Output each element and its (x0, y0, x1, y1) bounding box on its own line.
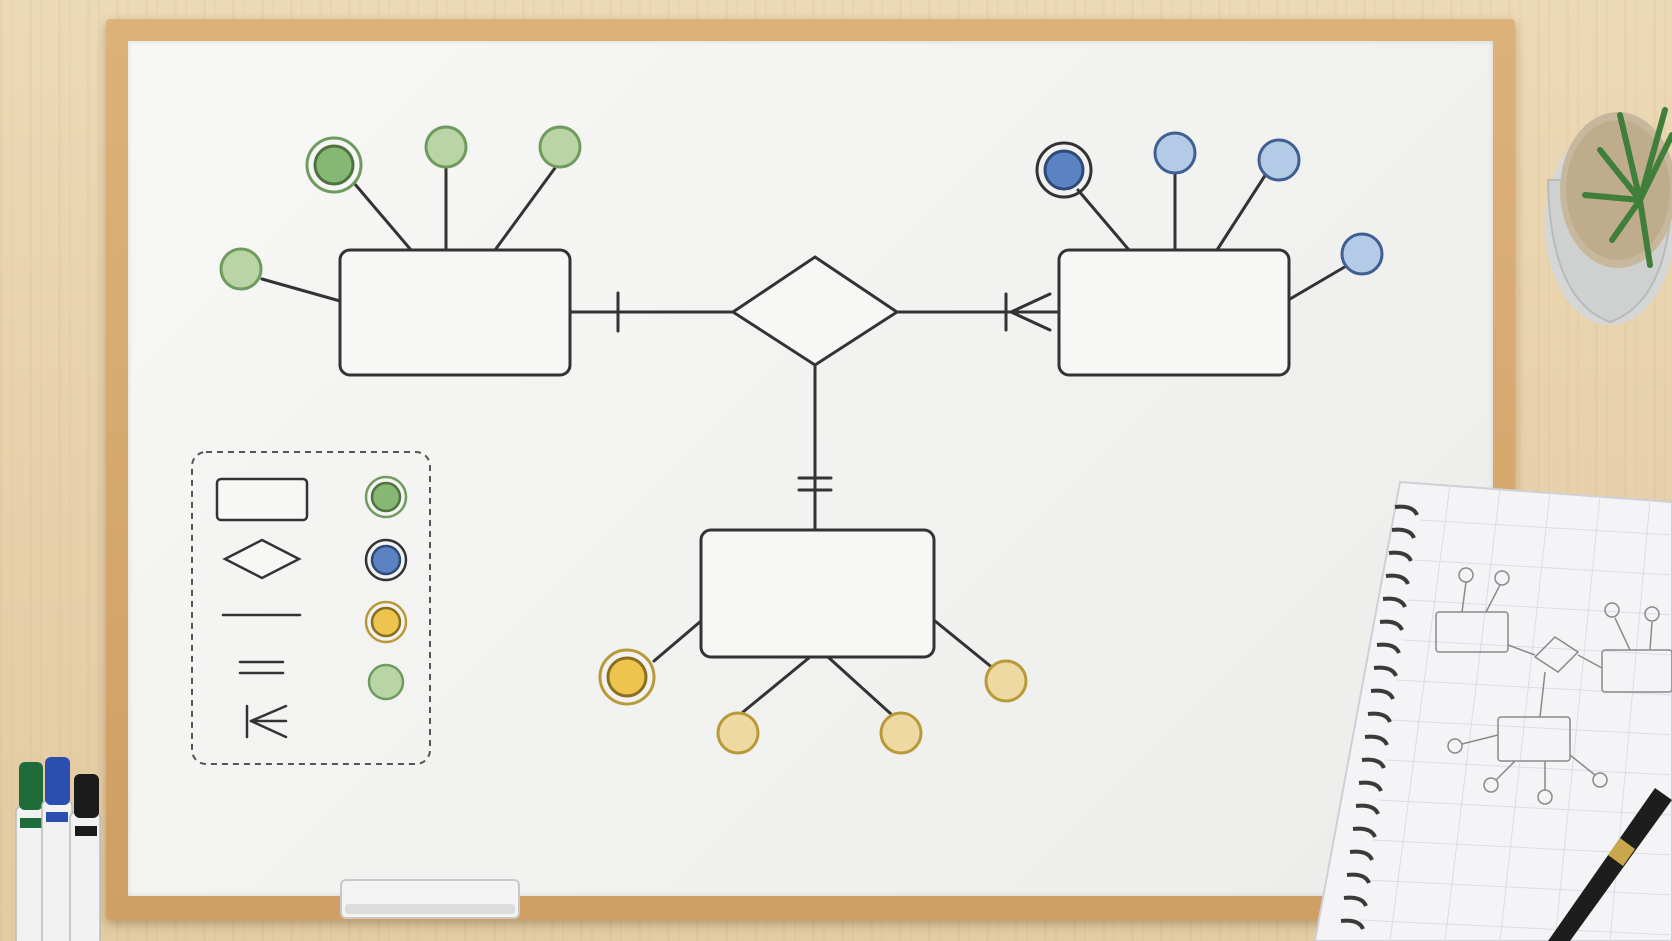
legend-attribute-green (367, 663, 405, 701)
notebook-icon (1313, 480, 1672, 941)
key-attribute-blue (1035, 141, 1093, 199)
cardinality-crow-foot (1004, 292, 1052, 332)
legend (191, 451, 431, 765)
key-attribute-yellow-inner (606, 656, 648, 698)
attributes-green (219, 125, 582, 291)
entity-right (1057, 248, 1291, 377)
pen-icon (1548, 788, 1672, 941)
legend-entity-symbol (215, 477, 309, 522)
attributes-yellow (598, 648, 1028, 755)
attribute-yellow (984, 659, 1028, 703)
attribute-green (538, 125, 582, 169)
legend-key-green (370, 481, 402, 513)
attribute-blue (1340, 232, 1384, 276)
legend-box (191, 451, 431, 765)
attribute-blue (1257, 138, 1301, 182)
connectors (568, 291, 1061, 532)
legend-key-yellow-ring (364, 600, 408, 644)
legend-key-blue-ring (364, 538, 408, 582)
legend-key-green-ring (364, 475, 408, 519)
attribute-stems (260, 165, 1350, 716)
relationship-center (730, 255, 900, 367)
marker-black-icon (69, 774, 101, 941)
attribute-yellow (716, 711, 760, 755)
marker-blue-icon (41, 757, 73, 941)
legend-key-yellow (370, 606, 402, 638)
eraser-icon (340, 879, 520, 919)
legend-relationship-symbol (222, 538, 302, 580)
key-attribute-green-inner (313, 144, 355, 186)
attribute-yellow (879, 711, 923, 755)
potted-plant-icon (1545, 107, 1672, 325)
attributes-blue (1035, 131, 1384, 276)
key-attribute-green (305, 136, 363, 194)
entity-bottom (699, 528, 936, 659)
legend-key-blue (370, 544, 402, 576)
notebook-sketch (1435, 567, 1672, 805)
attribute-green (219, 247, 263, 291)
entity-left (338, 248, 572, 377)
shapes (338, 248, 1291, 659)
key-attribute-yellow (598, 648, 656, 706)
attribute-blue (1153, 131, 1197, 175)
attribute-green (424, 125, 468, 169)
notebook-spiral (1340, 504, 1419, 930)
key-attribute-blue-inner (1043, 149, 1085, 191)
legend-crow-foot-symbol (245, 704, 288, 739)
